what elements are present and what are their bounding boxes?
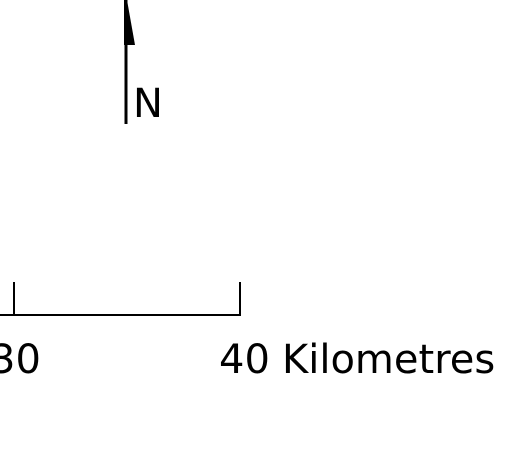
north-arrow-head: [124, 0, 135, 45]
scale-label-30: 30: [0, 337, 41, 383]
north-letter: N: [133, 81, 163, 127]
scale-units-label: Kilometres: [282, 337, 496, 383]
scale-label-40: 40: [219, 337, 270, 383]
